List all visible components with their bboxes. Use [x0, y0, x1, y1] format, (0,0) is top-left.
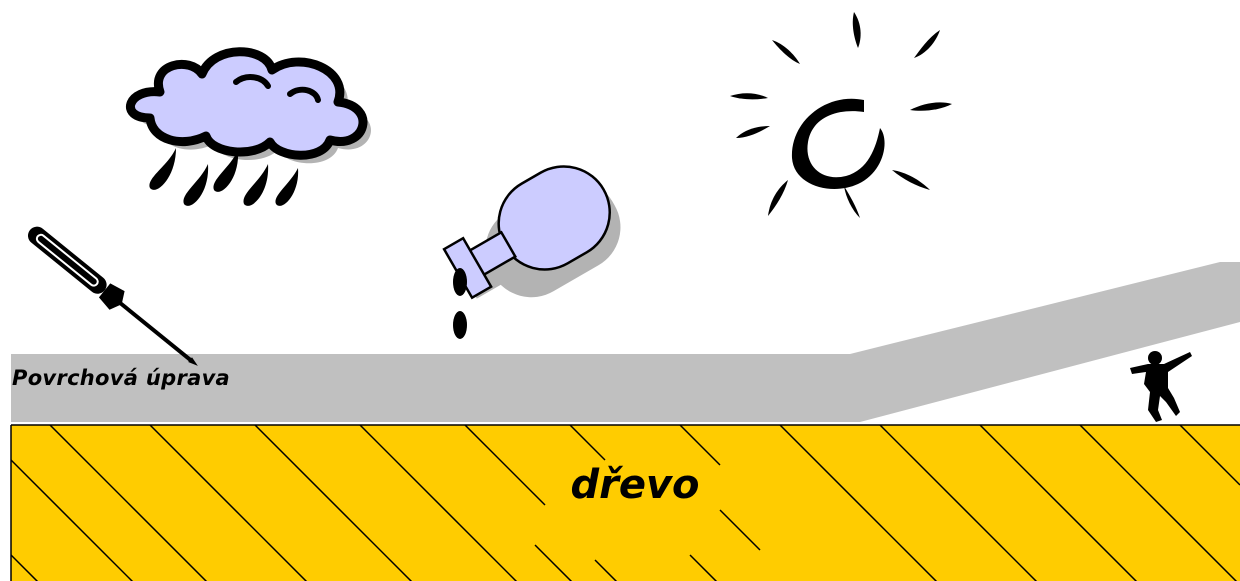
surface-coating-layer	[11, 262, 1240, 422]
screwdriver-icon	[27, 226, 198, 366]
pouring-bottle-icon	[442, 165, 621, 339]
wood-layer	[10, 424, 1240, 581]
wood-label: dřevo	[570, 462, 700, 508]
surface-treatment-label: Povrchová úprava	[12, 366, 231, 390]
rain-cloud-icon	[126, 47, 371, 206]
skating-person-icon	[1130, 351, 1192, 422]
sun-icon	[730, 12, 952, 218]
